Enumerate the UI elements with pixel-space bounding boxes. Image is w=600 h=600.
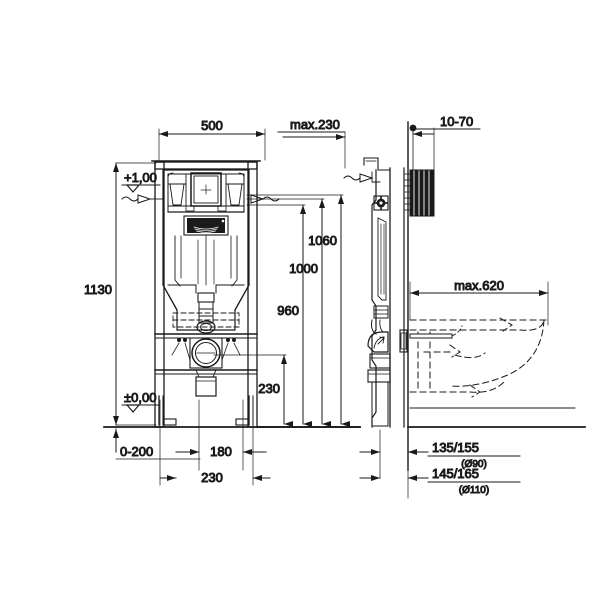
- dim-180: 180: [210, 444, 232, 459]
- dim-1000: 1000: [289, 261, 318, 276]
- flow-symbol-right: [250, 194, 280, 204]
- front-elevation-view: GROHE: [103, 160, 361, 428]
- dim-outlet-90-dia: (Ø90): [461, 459, 487, 470]
- dim-1060: 1060: [308, 233, 337, 248]
- dim-outlet-110-dia: (Ø110): [459, 485, 489, 496]
- front-dimensions: 500 1130 +1,00 ±0,00 0-200: [84, 117, 350, 486]
- dim-height-1130: 1130: [84, 282, 112, 297]
- brand-logo-text: GROHE: [192, 220, 220, 227]
- dim-230-lower: 230: [201, 470, 223, 485]
- side-section-view: [343, 121, 586, 471]
- dim-outlet-90: 135/155: [432, 440, 479, 455]
- dim-max-230: max.230: [290, 117, 340, 132]
- hidden-outline: [172, 312, 240, 328]
- grohe-logo-plate: GROHE: [183, 215, 229, 236]
- dim-230-upper: 230: [258, 381, 280, 396]
- level-mark-top: +1,00: [121, 170, 164, 204]
- side-dimensions: 10-70 max.620 135/155 (Ø90) 145/165 (Ø11…: [359, 114, 549, 499]
- dim-wall-thickness: 10-70: [440, 114, 473, 129]
- frame-legs: [158, 395, 254, 426]
- valve-gear-icon: [373, 195, 389, 211]
- flush-pipe: [196, 292, 216, 334]
- dim-960: 960: [277, 303, 299, 318]
- wc-outlet-connector: [154, 337, 258, 397]
- cistern-body: GROHE: [162, 169, 250, 331]
- side-drain-pipe: [367, 305, 391, 427]
- level-mark-floor: ±0,00: [121, 390, 161, 413]
- flush-actuation-plate: [403, 169, 435, 217]
- dim-max-620: max.620: [454, 278, 504, 293]
- level-floor-label: ±0,00: [124, 390, 156, 405]
- flow-symbol-side: [343, 173, 374, 183]
- dim-outlet-110: 145/165: [432, 466, 479, 481]
- wc-bowl-hidden-outline: [409, 317, 547, 398]
- dim-floor-range: 0-200: [120, 444, 153, 459]
- dim-width-500: 500: [201, 118, 223, 133]
- level-top-label: +1,00: [124, 170, 157, 185]
